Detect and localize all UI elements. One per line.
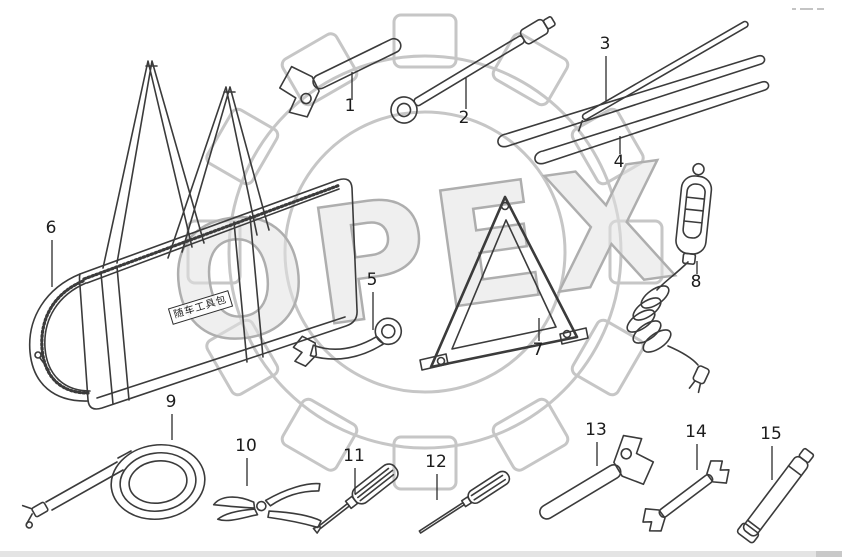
bottom-border-end	[816, 551, 842, 557]
cord-coil	[626, 285, 672, 353]
tool-bag	[28, 60, 358, 410]
part-number-3: 3	[599, 34, 611, 54]
leader-lines	[51, 56, 773, 500]
cord-plug	[688, 365, 710, 394]
part-number-15: 15	[760, 424, 782, 444]
socket-tube	[736, 447, 815, 544]
pliers	[212, 482, 322, 529]
part-number-9: 9	[165, 392, 177, 412]
part-number-6: 6	[45, 218, 57, 238]
part-number-5: 5	[366, 270, 378, 290]
small-spanner	[292, 317, 403, 367]
adjustable-wrench-2	[539, 434, 655, 520]
part-number-14: 14	[685, 422, 707, 442]
wheel-socket-wrench	[390, 16, 556, 124]
part-number-1: 1	[344, 96, 356, 116]
part-number-12: 12	[425, 452, 447, 472]
screwdriver-long	[418, 470, 511, 534]
screwdriver-flat	[312, 463, 399, 534]
part-number-8: 8	[690, 272, 702, 292]
tire-levers	[497, 54, 770, 165]
bottom-border	[0, 551, 842, 557]
adjustable-wrench-1	[278, 37, 402, 118]
part-number-4: 4	[613, 152, 625, 172]
open-end-wrench	[642, 460, 730, 532]
part-number-10: 10	[235, 436, 257, 456]
inspection-lamp	[626, 162, 713, 394]
gear-watermark	[186, 13, 664, 491]
warning-triangle	[419, 195, 589, 371]
coiled-hose	[21, 443, 206, 529]
part-number-7: 7	[532, 340, 544, 360]
part-number-11: 11	[343, 446, 365, 466]
part-number-13: 13	[585, 420, 607, 440]
part-number-2: 2	[458, 108, 470, 128]
